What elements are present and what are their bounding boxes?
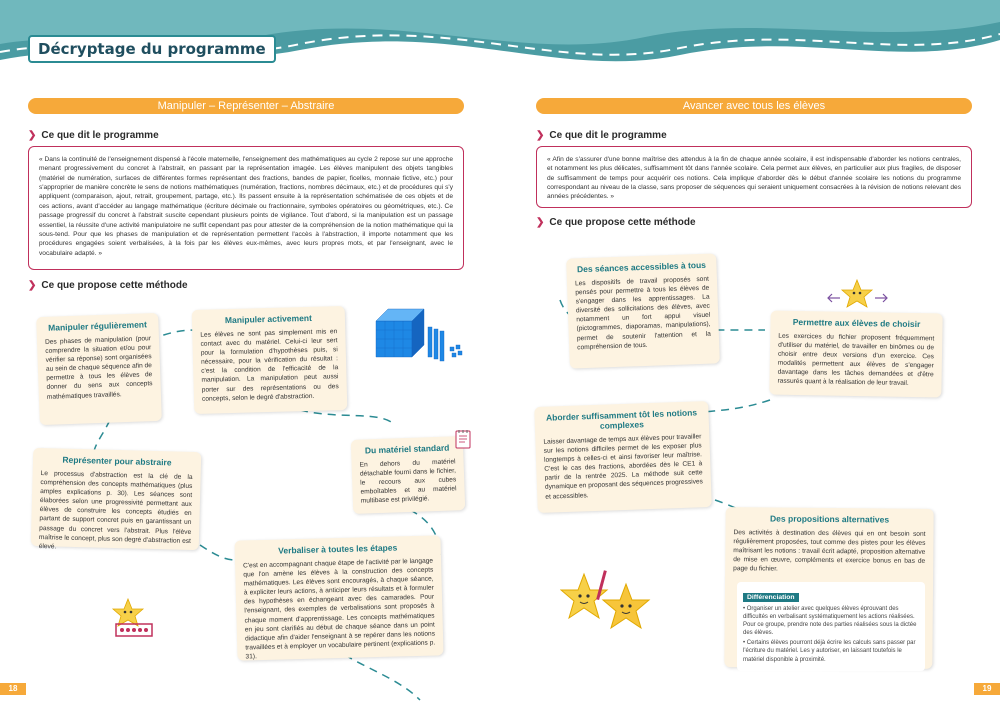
- section-label: Ce que dit le programme: [41, 130, 159, 141]
- card-title: Représenter pour abstraire: [62, 454, 172, 468]
- section-heading-programme-left: ❯ Ce que dit le programme: [28, 130, 159, 141]
- notepad-icon: [455, 430, 471, 449]
- section-heading-programme-right: ❯ Ce que dit le programme: [536, 130, 667, 141]
- card-body: Les élèves ne sont pas simplement mis en…: [200, 328, 339, 403]
- differenciation-label: Différenciation: [743, 593, 799, 602]
- card-title: Permettre aux élèves de choisir: [792, 316, 921, 330]
- chevron-right-icon: ❯: [536, 217, 545, 228]
- card-body: C'est en accompagnant chaque étape de l'…: [243, 557, 436, 661]
- section-label: Ce que dit le programme: [549, 130, 667, 141]
- mascot-star-arrows-illustration: [827, 278, 888, 308]
- card-body: Des phases de manipulation (pour compren…: [44, 335, 153, 401]
- card-title: Manipuler régulièrement: [47, 319, 148, 333]
- programme-quote-right: « Afin de s'assurer d'une bonne maîtrise…: [536, 146, 972, 208]
- section-heading-methode-right: ❯ Ce que propose cette méthode: [536, 217, 696, 228]
- card-body: Laisser davantage de temps aux élèves po…: [543, 433, 704, 501]
- card-title: Des propositions alternatives: [770, 513, 890, 525]
- card-body: Des activités à destination des élèves q…: [733, 529, 926, 573]
- chevron-right-icon: ❯: [536, 130, 545, 141]
- banner-left: Manipuler – Représenter – Abstraire: [28, 98, 464, 114]
- page-number-right: 19: [974, 683, 1000, 695]
- card-seances-accessibles: Des séances accessibles à tous Les dispo…: [566, 253, 720, 369]
- card-manipuler-activement: Manipuler activement Les élèves ne sont …: [191, 306, 348, 414]
- banner-right: Avancer avec tous les élèves: [536, 98, 972, 114]
- card-title: Du matériel standard: [364, 442, 450, 456]
- card-aborder-notions-complexes: Aborder suffisamment tôt les notions com…: [534, 400, 712, 514]
- card-title: Aborder suffisamment tôt les notions com…: [545, 407, 698, 431]
- card-materiel-standard: Du matériel standard En dehors du matéri…: [350, 436, 466, 514]
- card-title: Manipuler activement: [224, 312, 312, 326]
- card-body: Le processus d'abstraction est la clé de…: [38, 470, 193, 551]
- card-title: Verbaliser à toutes les étapes: [278, 542, 398, 556]
- chevron-right-icon: ❯: [28, 280, 37, 291]
- card-representer-pour-abstraire: Représenter pour abstraire Le processus …: [30, 447, 202, 550]
- card-title: Des séances accessibles à tous: [576, 259, 707, 275]
- card-permettre-choisir: Permettre aux élèves de choisir Les exer…: [769, 310, 943, 398]
- card-manipuler-regulierement: Manipuler régulièrement Des phases de ma…: [36, 312, 162, 426]
- card-body: Les exercices du fichier proposent fréqu…: [777, 332, 935, 388]
- differenciation-box: Différenciation • Organiser un atelier a…: [737, 582, 925, 671]
- card-verbaliser: Verbaliser à toutes les étapes C'est en …: [234, 535, 444, 661]
- differenciation-item: • Organiser un atelier avec quelques élè…: [743, 606, 917, 637]
- mascot-two-stars-illustration: [560, 570, 651, 630]
- card-body: En dehors du matériel détachable fourni …: [359, 458, 457, 506]
- page-number-left: 18: [0, 683, 26, 695]
- chevron-right-icon: ❯: [28, 130, 37, 141]
- base-ten-blocks-illustration: [375, 308, 463, 362]
- programme-quote-left: « Dans la continuité de l'enseignement d…: [28, 146, 464, 270]
- section-label: Ce que propose cette méthode: [41, 280, 188, 291]
- section-heading-methode-left: ❯ Ce que propose cette méthode: [28, 280, 188, 291]
- card-body: Les dispositifs de travail proposés sont…: [574, 275, 711, 351]
- page-title: Décryptage du programme: [28, 35, 276, 63]
- section-label: Ce que propose cette méthode: [549, 217, 696, 228]
- mascot-star-abacus-illustration: [111, 597, 153, 637]
- differenciation-item: • Certains élèves pourront déjà écrire l…: [743, 640, 916, 663]
